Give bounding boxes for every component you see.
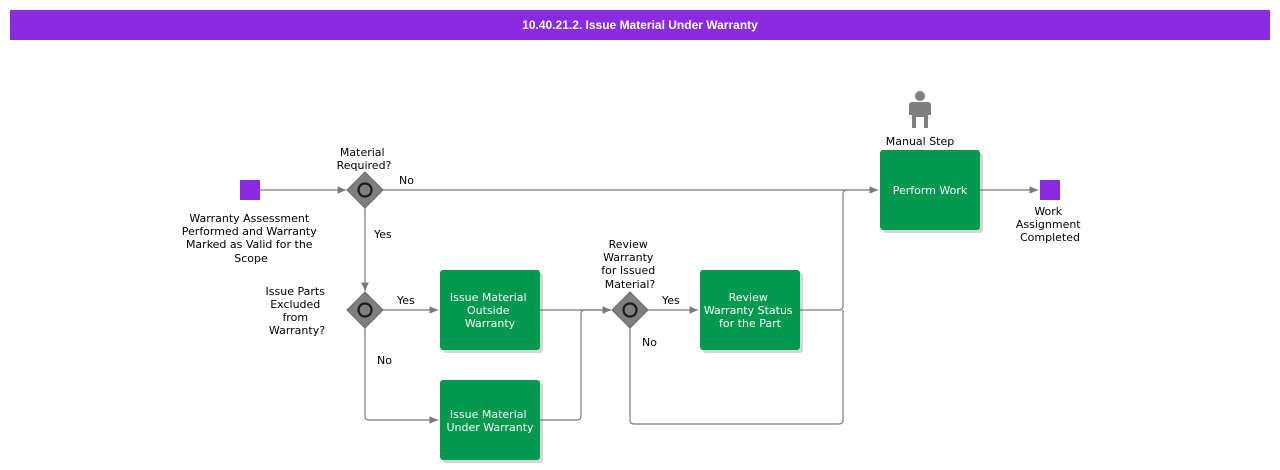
flow-label-no: No (642, 336, 657, 349)
gateway-material-required-label: Material Required? (337, 146, 392, 172)
start-event-label: Warranty Assessment Performed and Warran… (182, 212, 320, 265)
task-perform-work[interactable]: Perform Work (880, 150, 983, 233)
gateway-issue-parts-excluded-label: Issue Parts Excluded from Warranty? (266, 285, 329, 337)
flow-gateway2-no-to-issue-under (364, 328, 438, 424)
manual-step-label: Manual Step (886, 135, 955, 148)
flow-label-yes: Yes (373, 228, 392, 241)
task-label: Review Warranty Status for the Part (704, 291, 796, 330)
flow-issue-under-to-gateway3 (540, 306, 611, 421)
gateway-review-warranty[interactable] (611, 291, 649, 329)
end-event-label: Work Assignment Completed (1016, 205, 1084, 244)
flow-label-no: No (377, 354, 392, 367)
flow-label-yes: Yes (661, 294, 680, 307)
task-label: Issue Material Outside Warranty (450, 291, 530, 330)
task-label: Perform Work (893, 184, 968, 197)
flow-label-yes: Yes (396, 294, 415, 307)
diagram-title: 10.40.21.2. Issue Material Under Warrant… (10, 10, 1270, 40)
task-issue-material-outside-warranty[interactable]: Issue Material Outside Warranty (440, 270, 543, 353)
end-event[interactable] (1040, 180, 1060, 200)
person-icon (909, 91, 931, 128)
flow-label-no: No (399, 174, 414, 187)
gateway-issue-parts-excluded[interactable] (346, 291, 384, 329)
flow-gateway3-no-to-perform-work (629, 310, 844, 425)
flow-review-status-to-perform-work (800, 189, 848, 311)
start-event[interactable] (240, 180, 260, 200)
sequence-flows (260, 186, 1038, 425)
task-label: Issue Material Under Warranty (446, 408, 534, 434)
task-issue-material-under-warranty[interactable]: Issue Material Under Warranty (440, 380, 543, 463)
gateway-material-required[interactable] (346, 171, 384, 209)
task-review-warranty-status[interactable]: Review Warranty Status for the Part (700, 270, 803, 353)
gateway-review-warranty-label: Review Warranty for Issued Material? (601, 238, 659, 291)
